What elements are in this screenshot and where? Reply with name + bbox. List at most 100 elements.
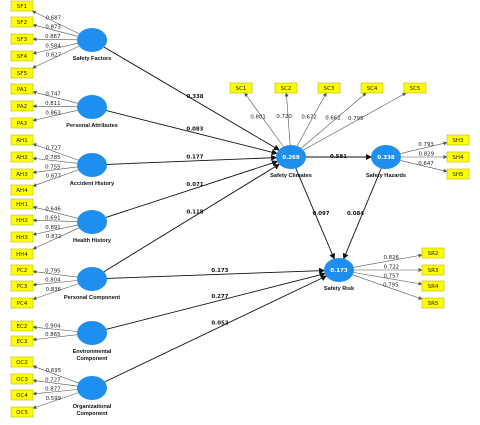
loading-value: 0.836 [46,287,62,293]
indicator-label: PC3 [17,284,28,290]
indicator-label: SC4 [367,86,378,92]
indicator-box[interactable] [446,168,470,180]
loading-arrow [353,272,423,286]
loading-arrow [32,90,78,104]
indicator-box[interactable] [10,320,34,332]
loading-arrow [353,253,423,268]
indicator-label: SF1 [17,4,27,10]
latent-variable-node[interactable] [77,153,107,177]
indicator-label: SF3 [17,37,28,43]
indicator-box[interactable] [10,33,34,45]
indicator-box[interactable] [10,67,34,79]
indicator-label: HH3 [16,235,28,241]
indicator-box[interactable] [10,373,34,385]
indicator-label: PA2 [17,104,27,110]
indicator-box[interactable] [421,247,445,259]
latent-label: Safety Hazards [366,173,406,179]
indicator-label: EC3 [17,339,28,345]
indicator-box[interactable] [10,280,34,292]
latent-variable-node[interactable] [324,258,354,282]
latent-variable-node[interactable] [77,267,107,291]
indicator-box[interactable] [10,117,34,129]
latent-label: Safety Factors [73,56,112,62]
indicator-label: SF5 [17,71,28,77]
loading-arrow [32,169,79,187]
loading-arrow [32,110,78,122]
indicator-label: OC3 [16,377,28,383]
latent-variable-node[interactable] [77,210,107,234]
loading-value: 0.727 [45,377,60,383]
loading-arrow [284,92,291,146]
path-coefficient: 0.177 [186,154,203,160]
path-coefficient: 0.084 [347,211,364,217]
loading-arrow [244,92,284,147]
loading-arrow [32,325,78,332]
loading-value: 0.627 [46,53,61,59]
indicator-box[interactable] [229,82,253,94]
loading-arrow [32,45,80,69]
indicator-box[interactable] [10,389,34,401]
indicator-box[interactable] [10,168,34,180]
indicator-box[interactable] [317,82,341,94]
indicator-box[interactable] [10,248,34,260]
indicator-box[interactable] [421,264,445,276]
indicator-label: SR4 [428,284,439,290]
latent-variable-node[interactable] [77,376,107,400]
loading-value: 0.662 [325,115,340,121]
r-squared-value: 0.338 [377,155,395,161]
indicator-box[interactable] [10,231,34,243]
loading-arrow [32,104,78,109]
loading-value: 0.720 [276,114,292,120]
indicator-box[interactable] [10,83,34,95]
loading-arrow [32,23,78,37]
indicator-label: PC2 [17,268,28,274]
indicator-box[interactable] [360,82,384,94]
latent-variable-node[interactable] [371,145,401,169]
indicator-box[interactable] [10,214,34,226]
loading-value: 0.872 [46,234,61,240]
latent-label: Component [76,411,107,417]
loading-value: 0.755 [45,165,60,171]
latent-variable-node[interactable] [77,321,107,345]
indicator-box[interactable] [446,151,470,163]
path-arrow [106,271,326,330]
indicator-box[interactable] [10,406,34,418]
indicator-box[interactable] [10,198,34,210]
loading-value: 0.647 [418,161,433,167]
path-arrow [103,163,280,273]
path-coefficient: 0.581 [330,154,347,160]
loading-arrow [32,156,78,164]
indicator-box[interactable] [421,297,445,309]
latent-variable-node[interactable] [276,145,306,169]
indicator-label: AH2 [16,155,27,161]
indicator-box[interactable] [274,82,298,94]
indicator-box[interactable] [421,280,445,292]
loading-arrow [32,227,80,250]
indicator-box[interactable] [10,264,34,276]
loading-arrow [32,143,79,161]
indicator-label: HH4 [16,252,28,258]
latent-label: Environmental [73,349,112,355]
indicator-box[interactable] [10,297,34,309]
loading-value: 0.687 [46,16,61,22]
loading-value: 0.722 [384,265,399,271]
indicator-box[interactable] [10,16,34,28]
indicator-box[interactable] [403,82,427,94]
loading-arrow [32,205,78,219]
indicator-box[interactable] [10,134,34,146]
indicator-label: SC2 [281,86,292,92]
latent-variable-node[interactable] [77,28,107,52]
indicator-box[interactable] [10,335,34,347]
indicator-box[interactable] [10,356,34,368]
indicator-box[interactable] [446,134,470,146]
indicator-box[interactable] [10,151,34,163]
indicator-box[interactable] [10,100,34,112]
indicator-box[interactable] [10,0,34,12]
loading-value: 0.599 [46,396,62,402]
indicator-box[interactable] [10,50,34,62]
latent-variable-node[interactable] [77,95,107,119]
path-coefficient: 0.118 [186,209,203,215]
latent-label: Safety Risk [324,286,355,292]
indicator-box[interactable] [10,184,34,196]
indicator-label: HH1 [16,202,28,208]
